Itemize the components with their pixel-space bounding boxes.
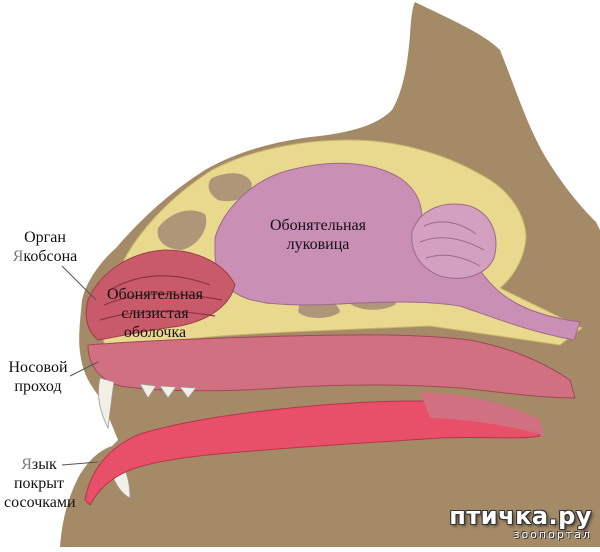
label-nasal-passage-line1: Носовой xyxy=(8,359,68,376)
watermark-main: птичка.ру xyxy=(449,502,592,530)
label-nasal-passage-line2: проход xyxy=(14,378,62,395)
label-olfactory-bulb-line2: луковица xyxy=(286,236,350,253)
lower-jaw-lining xyxy=(420,392,545,436)
label-olfactory-mucosa-line3: оболочка xyxy=(123,324,187,341)
nasal-mucosa xyxy=(85,249,236,341)
watermark-sub: зоопортал xyxy=(513,528,592,541)
label-nasal-passage: Носовой проход xyxy=(2,358,74,396)
tongue xyxy=(84,400,541,506)
label-jacobson-organ-rest: кобсона xyxy=(23,248,78,265)
label-tongue-initial: Я xyxy=(21,456,32,473)
cerebellum-folds xyxy=(419,221,485,267)
label-tongue-rest: зык xyxy=(31,456,57,473)
label-olfactory-bulb: Обонятельная луковица xyxy=(258,216,378,254)
leader-lines xyxy=(61,265,99,466)
label-olfactory-bulb-line1: Обонятельная xyxy=(269,217,366,234)
label-tongue-line1: Язык xyxy=(4,455,74,474)
sinus-cavity-1 xyxy=(157,210,207,250)
label-tongue: Язык покрыт сосочками xyxy=(4,455,76,512)
sinus-cavity-2 xyxy=(208,173,252,202)
label-tongue-line2: покрыт xyxy=(13,475,65,492)
label-tongue-line3: сосочками xyxy=(4,494,76,511)
turbinate-lines xyxy=(99,275,223,321)
label-jacobson-organ: Орган Якобсона xyxy=(6,228,84,266)
label-jacobson-organ-line1: Орган xyxy=(24,229,66,246)
label-jacobson-organ-initial: Я xyxy=(12,248,24,265)
watermark: птичка.ру зоопортал xyxy=(449,503,592,541)
label-olfactory-mucosa-line1: Обонятельная xyxy=(106,286,203,303)
label-jacobson-organ-line2: Якобсона xyxy=(6,247,84,266)
label-olfactory-mucosa: Обонятельная слизистая оболочка xyxy=(92,285,218,342)
brain xyxy=(214,162,581,341)
label-olfactory-mucosa-line2: слизистая xyxy=(121,305,189,322)
